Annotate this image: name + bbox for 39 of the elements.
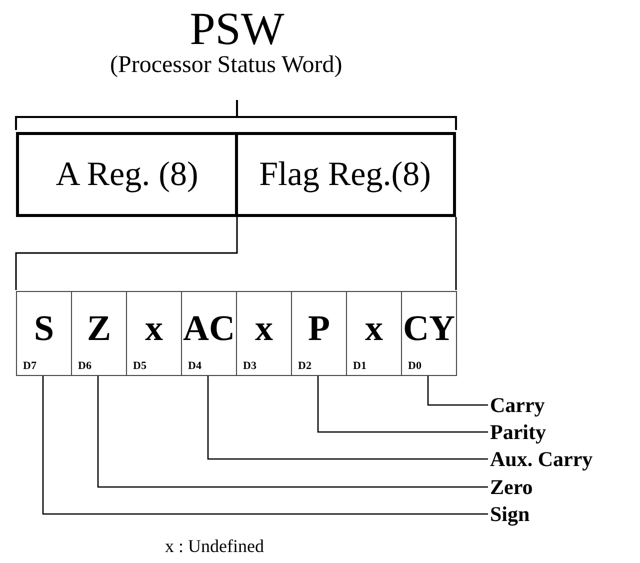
flag-name: Carry (490, 393, 545, 417)
leader-line (97, 376, 488, 488)
bit-number: D1 (353, 360, 366, 372)
leader-line (207, 376, 488, 460)
flag-name: Parity (490, 420, 546, 444)
register-box: Flag Reg.(8) (237, 132, 456, 217)
bit-cell (236, 291, 292, 376)
bit-number: D3 (243, 360, 256, 372)
title: PSW (188, 2, 286, 55)
bit-number: D2 (298, 360, 312, 372)
bit-number: D0 (408, 360, 422, 372)
leader-line (42, 376, 488, 515)
leader-line (317, 376, 488, 433)
bit-cell (401, 291, 457, 376)
bit-number: D7 (23, 360, 36, 372)
bit-cell (181, 291, 237, 376)
bit-cell (291, 291, 347, 376)
footnote: x : Undefined (165, 536, 264, 557)
bit-cell (71, 291, 127, 376)
bit-name: x (254, 308, 274, 348)
bit-name: Z (86, 308, 112, 348)
bit-name: CY (402, 308, 456, 348)
flag-name: Aux. Carry (490, 447, 593, 471)
register-box: A Reg. (8) (16, 132, 238, 217)
bit-name: x (144, 308, 164, 348)
bit-cell (346, 291, 402, 376)
bit-number: D4 (188, 360, 202, 372)
bit-number: D5 (133, 360, 146, 372)
bit-name: AC (182, 308, 236, 348)
bit-cell (16, 291, 72, 376)
bit-name: x (364, 308, 384, 348)
flag-name: Sign (490, 502, 530, 526)
flag-name: Zero (490, 475, 533, 499)
subtitle: (Processor Status Word) (110, 52, 342, 79)
bit-name: S (32, 308, 56, 348)
bit-number: D6 (78, 360, 92, 372)
bit-cell (126, 291, 182, 376)
leader-line (427, 376, 488, 406)
bit-name: P (307, 308, 331, 348)
